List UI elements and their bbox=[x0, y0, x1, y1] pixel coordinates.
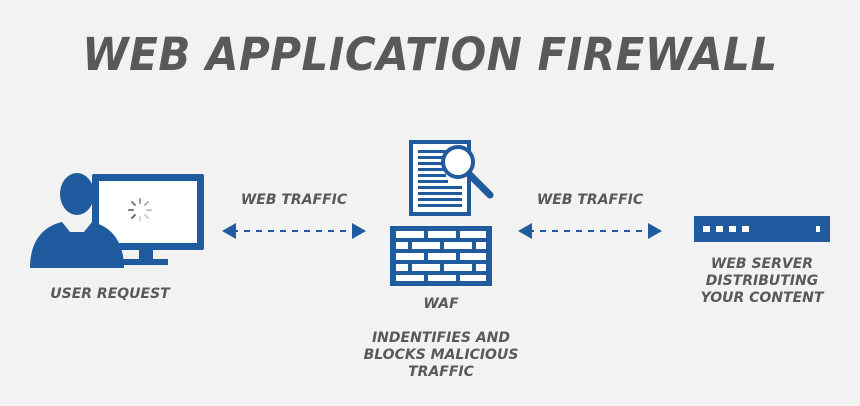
firewall-icon bbox=[390, 226, 492, 286]
user-at-computer-icon bbox=[30, 173, 204, 268]
waf-icon bbox=[390, 140, 494, 286]
person-silhouette-icon bbox=[30, 173, 124, 268]
server-rack-icon bbox=[694, 216, 830, 242]
diagram-title: WEB APPLICATION FIREWALL bbox=[82, 28, 778, 81]
node-label-waf: WAF bbox=[423, 296, 459, 312]
web-traffic-arrow-left bbox=[222, 223, 366, 239]
node-label-user-request: USER REQUEST bbox=[50, 286, 170, 302]
web-traffic-arrow-right bbox=[518, 223, 662, 239]
node-label-web-server: WEB SERVER DISTRIBUTING YOUR CONTENT bbox=[700, 256, 824, 306]
monitor-icon bbox=[92, 174, 204, 265]
edge-label-web-traffic-1: WEB TRAFFIC bbox=[240, 192, 348, 208]
loading-spinner-icon bbox=[128, 198, 152, 222]
edge-label-web-traffic-2: WEB TRAFFIC bbox=[536, 192, 644, 208]
magnifier-icon bbox=[441, 145, 494, 199]
node-description-waf: INDENTIFIES AND BLOCKS MALICIOUS TRAFFIC bbox=[363, 330, 519, 380]
